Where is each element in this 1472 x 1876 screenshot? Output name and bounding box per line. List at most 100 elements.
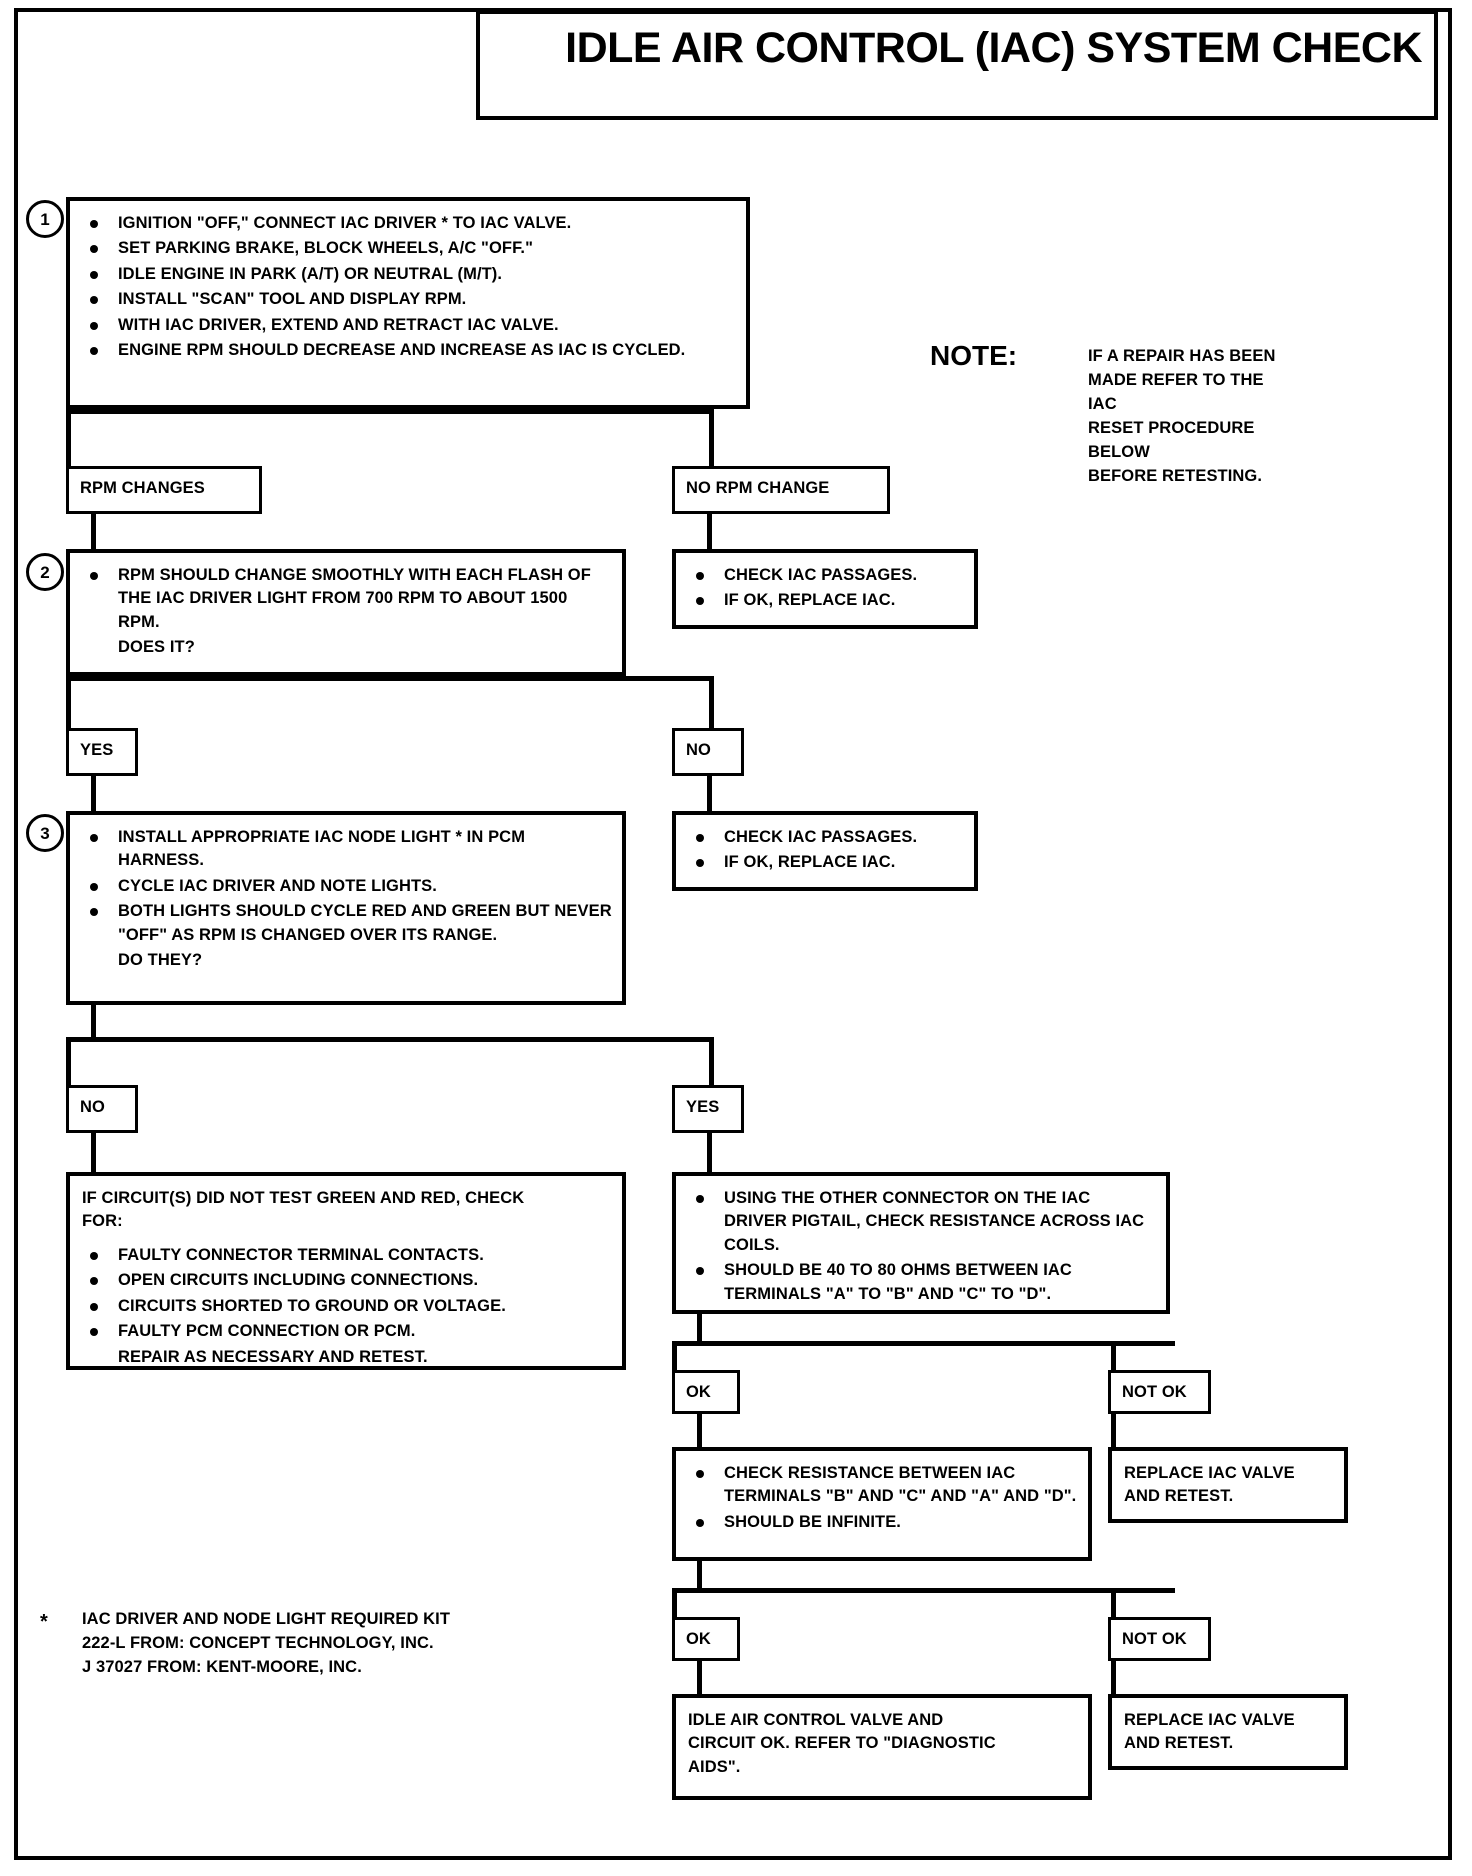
list-item: IF OK, REPLACE IAC. [690,589,964,612]
title-banner [476,10,1438,120]
step-3-question: DO THEY? [118,951,203,970]
step-1-bullet-3: IDLE ENGINE IN PARK (A/T) OR NEUTRAL (M/… [118,264,503,283]
connector-ok1-down [697,1413,702,1453]
list-item: DO THEY? [84,949,612,972]
resistance-infinite-bullet-1: CHECK RESISTANCE BETWEEN IAC TERMINALS "… [724,1464,1077,1506]
list-item: SHOULD BE 40 TO 80 OHMS BETWEEN IAC TERM… [690,1259,1156,1306]
branch-rpm-changes-label: RPM CHANGES [80,479,205,497]
final-ok-line-3: AIDS". [688,1757,741,1776]
step-2-question: DOES IT? [118,638,195,657]
resistance-infinite-bullet-2: SHOULD BE INFINITE. [724,1512,901,1531]
connector-rpm-changes-down [91,513,96,551]
no-branch-lead-line-1: IF CIRCUIT(S) DID NOT TEST GREEN AND RED… [82,1189,525,1207]
no-branch-lead: IF CIRCUIT(S) DID NOT TEST GREEN AND RED… [70,1176,622,1242]
list-item: OPEN CIRCUITS INCLUDING CONNECTIONS. [84,1269,612,1292]
no-branch-bullet-4: FAULTY PCM CONNECTION OR PCM. [118,1322,416,1341]
connector-step2-right-drop [709,676,714,734]
branch-yes-1-label: YES [80,741,114,759]
connector-resistance-left-drop [672,1341,677,1373]
replace-valve-2-text: REPLACE IAC VALVE AND RETEST. [1112,1698,1344,1764]
list-item: CHECK IAC PASSAGES. [690,826,964,849]
resistance-check-box: USING THE OTHER CONNECTOR ON THE IAC DRI… [672,1172,1170,1314]
connector-step1-left-drop [66,409,71,472]
list-item: FAULTY PCM CONNECTION OR PCM. [84,1320,612,1343]
no-branch-bullet-list: FAULTY CONNECTOR TERMINAL CONTACTS. OPEN… [70,1242,622,1379]
list-item: IF OK, REPLACE IAC. [690,851,964,874]
step-1-bullet-6: ENGINE RPM SHOULD DECREASE AND INCREASE … [118,341,686,360]
final-ok-text: IDLE AIR CONTROL VALVE AND CIRCUIT OK. R… [676,1698,1088,1787]
footnote-body: IAC DRIVER AND NODE LIGHT REQUIRED KIT 2… [82,1608,560,1680]
footnote-asterisk: * [40,1611,48,1633]
connector-resistance-right-drop [1111,1341,1116,1373]
no-branch-detail-box: IF CIRCUIT(S) DID NOT TEST GREEN AND RED… [66,1172,626,1370]
note-line: IF A REPAIR HAS BEEN [1088,347,1276,365]
branch-ok-2: OK [672,1617,740,1661]
connector-yes2-down [707,1132,712,1178]
connector-no2-down [91,1132,96,1178]
connector-infinite-right-drop [1111,1588,1116,1620]
step-number-3: 3 [26,814,64,852]
connector-step3-stem [91,1005,96,1042]
connector-infinite-bus [672,1588,1175,1593]
step-2-bullet: RPM SHOULD CHANGE SMOOTHLY WITH EACH FLA… [118,566,591,631]
list-item: REPAIR AS NECESSARY AND RETEST. [84,1346,612,1369]
replace-valve-box-1: REPLACE IAC VALVE AND RETEST. [1108,1447,1348,1523]
check-passages-top-line-1: CHECK IAC PASSAGES. [724,566,918,584]
branch-yes-1: YES [66,728,138,776]
note-body: IF A REPAIR HAS BEEN MADE REFER TO THE I… [1088,345,1288,489]
check-passages-mid-line-2: IF OK, REPLACE IAC. [724,853,896,872]
note-line: RESET PROCEDURE BELOW [1088,418,1255,461]
check-passages-top-line-2: IF OK, REPLACE IAC. [724,591,896,610]
resistance-infinite-box: CHECK RESISTANCE BETWEEN IAC TERMINALS "… [672,1447,1092,1561]
branch-no-2: NO [66,1085,138,1133]
replace-valve-2-line-2: AND RETEST. [1124,1734,1234,1753]
list-item: DOES IT? [84,636,612,659]
no-branch-bullet-1: FAULTY CONNECTOR TERMINAL CONTACTS. [118,1245,484,1264]
step-2-box: RPM SHOULD CHANGE SMOOTHLY WITH EACH FLA… [66,549,626,676]
replace-valve-1-line-1: REPLACE IAC VALVE [1124,1464,1295,1482]
list-item: BOTH LIGHTS SHOULD CYCLE RED AND GREEN B… [84,900,612,947]
connector-step2-left-drop [66,676,71,734]
note-line: BEFORE RETESTING. [1088,466,1263,485]
list-item: SHOULD BE INFINITE. [690,1511,1078,1534]
list-item: IDLE ENGINE IN PARK (A/T) OR NEUTRAL (M/… [84,263,736,286]
connector-notok2-down [1111,1660,1116,1700]
no-branch-tail: REPAIR AS NECESSARY AND RETEST. [118,1347,428,1366]
step-3-bullet-3: BOTH LIGHTS SHOULD CYCLE RED AND GREEN B… [118,902,612,944]
connector-notok1-down [1111,1413,1116,1453]
connector-step2-bus [66,676,714,681]
footnote-line-3: J 37027 FROM: KENT-MOORE, INC. [82,1657,362,1676]
step-1-bullet-5: WITH IAC DRIVER, EXTEND AND RETRACT IAC … [118,315,559,334]
connector-step3-bus [66,1037,714,1042]
connector-infinite-stem [697,1560,702,1593]
connector-step1-right-drop [709,409,714,472]
step-3-bullet-2: CYCLE IAC DRIVER AND NOTE LIGHTS. [118,876,437,895]
list-item: WITH IAC DRIVER, EXTEND AND RETRACT IAC … [84,314,736,337]
connector-step3-right-drop [709,1037,714,1089]
step-3-bullet-1: INSTALL APPROPRIATE IAC NODE LIGHT * IN … [118,828,526,870]
connector-resistance-bus [672,1341,1175,1346]
step-1-bullet-2: SET PARKING BRAKE, BLOCK WHEELS, A/C "OF… [118,239,534,258]
connector-step3-left-drop [66,1037,71,1089]
branch-not-ok-2-label: NOT OK [1122,1630,1187,1648]
list-item: CIRCUITS SHORTED TO GROUND OR VOLTAGE. [84,1295,612,1318]
connector-no-rpm-change-down [707,513,712,551]
list-item: SET PARKING BRAKE, BLOCK WHEELS, A/C "OF… [84,237,736,260]
branch-ok-1-label: OK [686,1383,711,1401]
footnote-line-1: IAC DRIVER AND NODE LIGHT REQUIRED KIT [82,1610,451,1628]
no-branch-bullet-2: OPEN CIRCUITS INCLUDING CONNECTIONS. [118,1271,479,1290]
step-2-list: RPM SHOULD CHANGE SMOOTHLY WITH EACH FLA… [70,553,622,670]
branch-no-2-label: NO [80,1098,105,1116]
connector-yes1-down [91,775,96,813]
check-passages-box-mid: CHECK IAC PASSAGES. IF OK, REPLACE IAC. [672,811,978,891]
step-3-box: INSTALL APPROPRIATE IAC NODE LIGHT * IN … [66,811,626,1005]
step-1-bullet-1: IGNITION "OFF," CONNECT IAC DRIVER * TO … [118,214,572,232]
branch-ok-1: OK [672,1370,740,1414]
resistance-check-bullet-2: SHOULD BE 40 TO 80 OHMS BETWEEN IAC TERM… [724,1261,1072,1303]
check-passages-list-top: CHECK IAC PASSAGES. IF OK, REPLACE IAC. [676,553,974,623]
branch-not-ok-1: NOT OK [1108,1370,1211,1414]
branch-not-ok-2: NOT OK [1108,1617,1211,1661]
connector-step1-bus [66,409,714,414]
step-1-bullet-list: IGNITION "OFF," CONNECT IAC DRIVER * TO … [70,201,746,373]
